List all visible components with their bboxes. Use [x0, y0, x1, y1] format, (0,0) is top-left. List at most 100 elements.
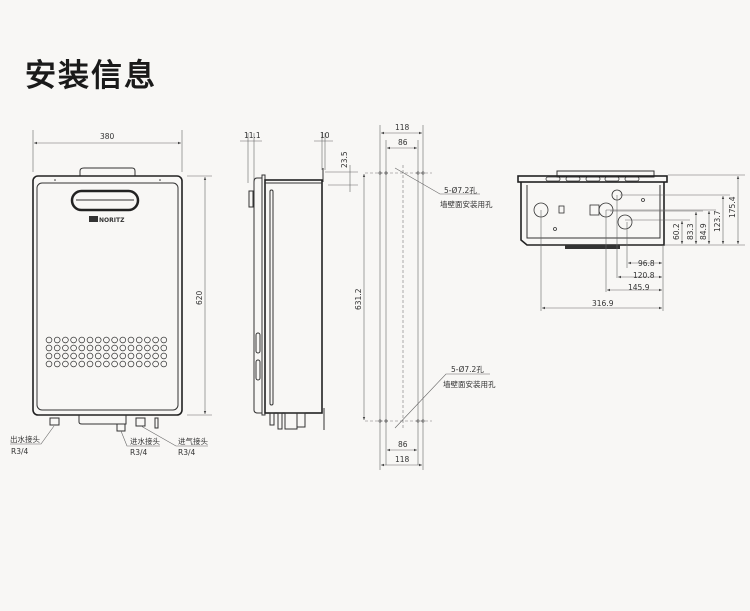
outlet-spec: R3/4: [11, 447, 29, 456]
vent-hole: [94, 360, 102, 368]
vent-hole: [119, 360, 127, 368]
vent-hole: [53, 352, 61, 360]
vent-hole: [127, 336, 135, 344]
wall-inner-width-bottom: 86: [398, 440, 408, 449]
vent-hole: [53, 360, 61, 368]
vent-hole: [86, 344, 94, 352]
wall-height-dim: 631.2: [354, 288, 363, 310]
vent-hole: [86, 360, 94, 368]
wall-inner-width-top: 86: [398, 138, 408, 147]
vent-hole: [70, 344, 77, 352]
vent-hole: [111, 336, 118, 344]
hole-spec-bottom: 5-Ø7.2孔: [451, 365, 484, 374]
bottom-dim-v-5: 175.4: [728, 196, 737, 218]
vent-hole: [45, 344, 53, 352]
vent-hole: [45, 360, 53, 368]
vent-hole: [135, 352, 143, 360]
vent-hole: [103, 336, 110, 344]
vent-hole: [62, 360, 69, 368]
mounting-hole: [416, 171, 420, 175]
vent-hole: [127, 344, 135, 352]
vent-hole: [94, 336, 102, 344]
vent-hole: [111, 344, 118, 352]
vent-hole: [160, 352, 168, 360]
vent-hole: [144, 352, 151, 360]
vent-hole: [119, 344, 127, 352]
vent-hole: [94, 352, 102, 360]
front-width-dim: 380: [100, 132, 115, 141]
vent-hole: [144, 360, 151, 368]
vent-hole: [94, 344, 102, 352]
bottom-dim-v-3: 84.9: [699, 223, 708, 240]
vent-hole: [70, 352, 77, 360]
front-height-dim: 620: [195, 290, 204, 305]
vent-hole: [135, 336, 143, 344]
bottom-dim-v-2: 83.3: [686, 223, 695, 240]
gas-spec: R3/4: [178, 448, 196, 457]
vent-hole: [111, 360, 118, 368]
bottom-dim-h-1: 96.8: [638, 259, 655, 268]
vent-hole: [152, 360, 159, 368]
vent-hole: [135, 344, 143, 352]
mounting-hole: [384, 419, 388, 423]
vent-hole: [152, 344, 159, 352]
wall-hole-layout: 118 86 631.2 5-Ø7.2孔 墙壁面安装用孔 5-Ø7.2孔 墙壁面…: [354, 123, 496, 470]
vent-hole: [70, 360, 77, 368]
wall-outer-width-bottom: 118: [395, 455, 410, 464]
vent-hole: [78, 336, 86, 344]
vent-hole: [62, 344, 69, 352]
vent-hole: [45, 336, 53, 344]
outlet-label: 出水接头: [10, 434, 40, 444]
vent-hole: [103, 344, 110, 352]
mounting-hole: [416, 419, 420, 423]
side-view: 11.1 10 23.5: [240, 131, 358, 430]
vent-hole: [78, 352, 86, 360]
side-dim-right: 10: [320, 131, 330, 140]
vent-hole: [103, 360, 110, 368]
front-view: 380 NORITZ 620 出水接头 R3/4 进水接头 R3/4 进气接头 …: [10, 130, 212, 457]
bottom-dim-h-2: 120.8: [633, 271, 655, 280]
vent-hole: [70, 336, 77, 344]
vent-hole: [160, 344, 168, 352]
hole-spec-top: 5-Ø7.2孔: [444, 186, 477, 195]
ventilation-holes: [45, 336, 168, 368]
vent-hole: [135, 360, 143, 368]
vent-hole: [144, 336, 151, 344]
exhaust-vent: [70, 189, 140, 212]
vent-hole: [160, 336, 168, 344]
vent-hole: [127, 360, 135, 368]
mounting-hole: [421, 171, 425, 175]
vent-hole: [62, 336, 69, 344]
page-title: 安装信息: [25, 58, 157, 94]
bottom-dim-v-4: 123.7: [713, 210, 722, 232]
brand-logo-icon: [89, 216, 98, 222]
vent-hole: [86, 352, 94, 360]
side-dim-top: 23.5: [340, 151, 349, 168]
bottom-view: 96.8 120.8 145.9 316.9 60.2 83.3 84.9 12…: [517, 170, 745, 311]
vent-hole: [45, 352, 53, 360]
vent-hole: [119, 352, 127, 360]
gas-label: 进气接头: [178, 436, 208, 446]
vent-hole: [62, 352, 69, 360]
brand-name: NORITZ: [99, 217, 125, 224]
vent-hole: [78, 344, 86, 352]
wall-outer-width-top: 118: [395, 123, 410, 132]
vent-hole: [144, 344, 151, 352]
inlet-label: 进水接头: [130, 436, 160, 446]
vent-hole: [78, 360, 86, 368]
vent-hole: [111, 352, 118, 360]
bottom-dim-v-1: 60.2: [672, 223, 681, 240]
hole-desc-bottom: 墙壁面安装用孔: [443, 379, 496, 389]
hole-desc-top: 墙壁面安装用孔: [440, 199, 493, 209]
vent-hole: [152, 352, 159, 360]
bottom-dim-h-3: 145.9: [628, 283, 650, 292]
vent-hole: [152, 336, 159, 344]
side-dim-left: 11.1: [244, 131, 261, 140]
heater-body: [32, 175, 183, 416]
vent-hole: [53, 344, 61, 352]
vent-hole: [160, 360, 168, 368]
mounting-hole: [378, 171, 382, 175]
mounting-hole: [378, 419, 382, 423]
vent-hole: [86, 336, 94, 344]
